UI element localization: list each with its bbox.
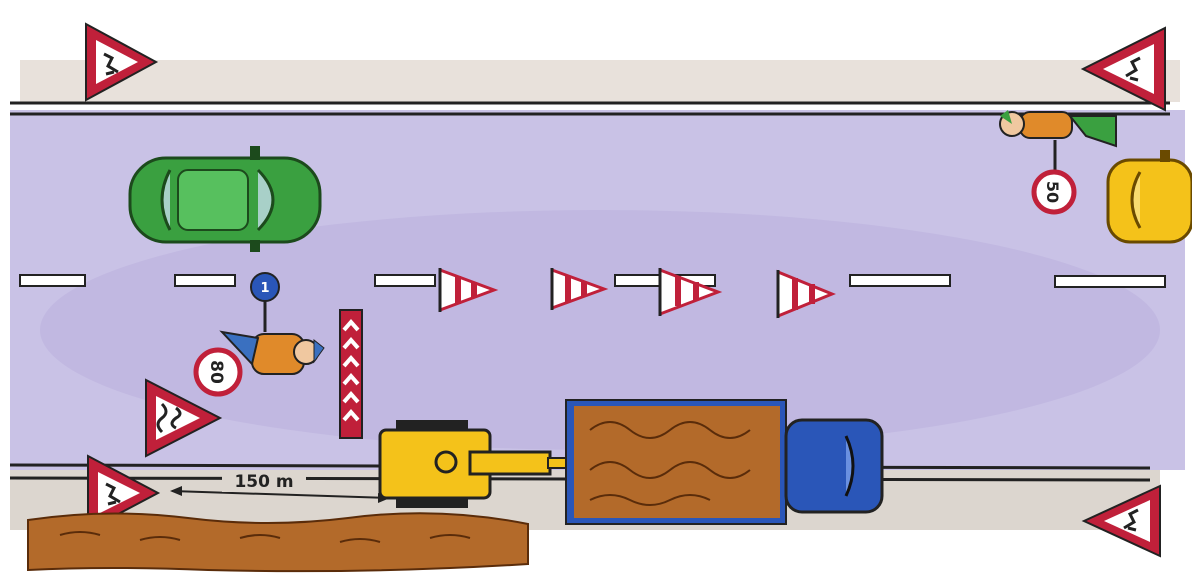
speed-limit-right-value: 50 xyxy=(1043,181,1062,203)
green-car xyxy=(130,146,320,252)
speed-limit-left-value: 80 xyxy=(206,360,226,384)
top-shoulder xyxy=(20,60,1180,102)
chevron-barrier-icon xyxy=(340,310,362,438)
speed-limit-sign-icon: 80 xyxy=(196,350,240,394)
dump-truck xyxy=(566,400,882,524)
guide-arrow-sign-value: 1 xyxy=(260,281,269,296)
yellow-car xyxy=(1108,150,1192,242)
distance-label: 150 m xyxy=(234,472,293,492)
